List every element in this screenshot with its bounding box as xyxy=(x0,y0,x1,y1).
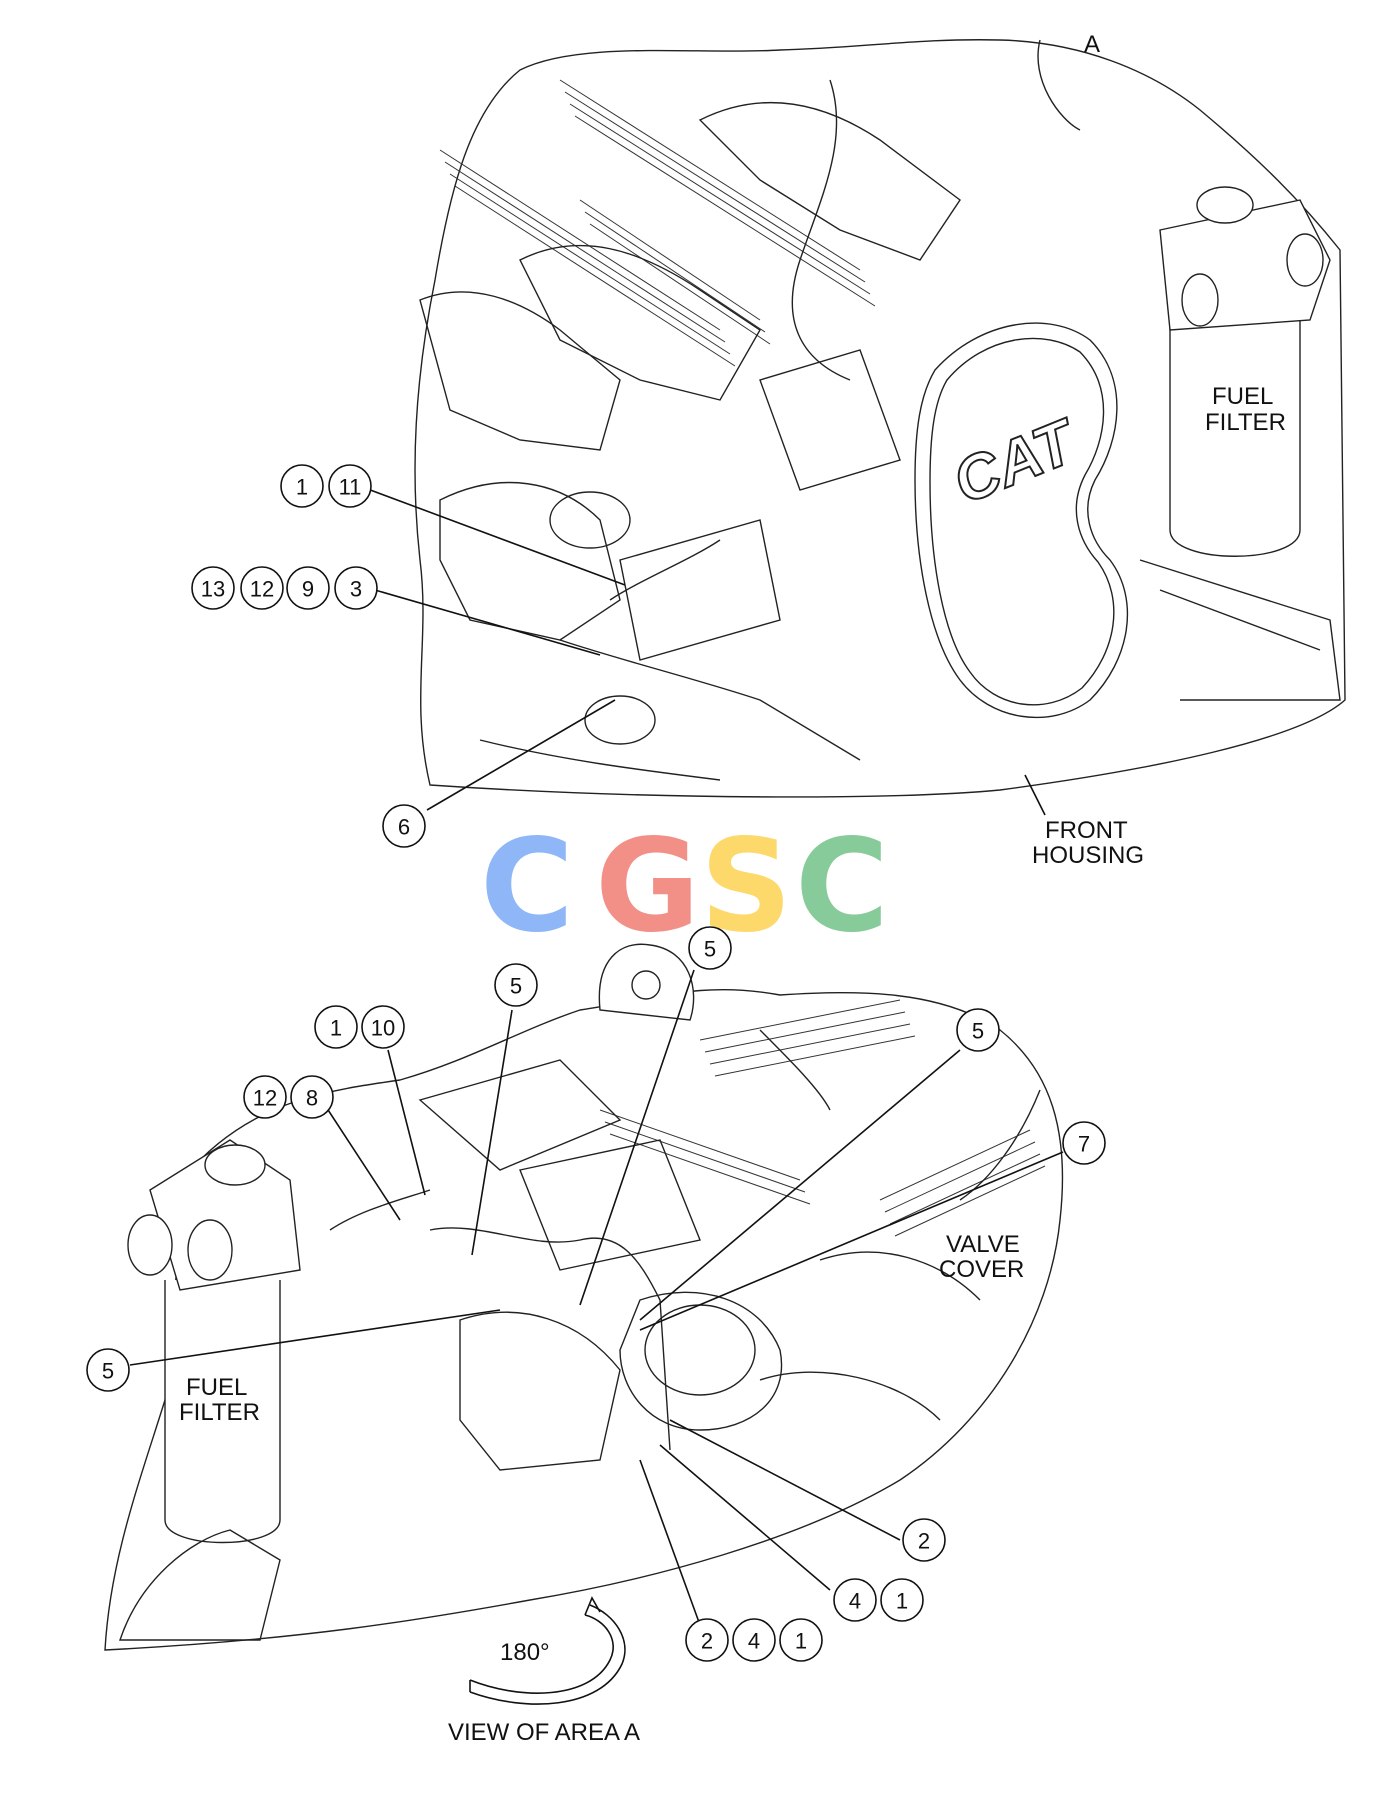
callout-1: 1 xyxy=(296,475,308,500)
callout-1-c: 1 xyxy=(896,1589,908,1614)
front-housing-cover xyxy=(914,322,1129,719)
leader-6 xyxy=(426,699,616,811)
leader-7 xyxy=(639,1151,1064,1331)
callout-2-b: 2 xyxy=(701,1629,713,1654)
leader-2-4-1 xyxy=(639,1459,701,1626)
callout-5-b: 5 xyxy=(704,937,716,962)
callout-1-b: 1 xyxy=(330,1016,342,1041)
callout-group-5-b: 5 xyxy=(688,926,732,970)
valve-cover-line1: VALVE xyxy=(946,1231,1020,1258)
callout-group-12-8: 12 8 xyxy=(243,1075,334,1119)
callout-4-a: 4 xyxy=(849,1589,861,1614)
callout-11: 11 xyxy=(339,475,362,500)
fuel-filter-top-line1: FUEL xyxy=(1212,383,1273,410)
leader-1-10 xyxy=(387,1049,426,1196)
callout-12: 12 xyxy=(250,577,274,602)
fuel-filter-bottom: FUEL FILTER xyxy=(127,1139,301,1544)
bottom-valve-cover-ribs xyxy=(599,999,1046,1237)
fuel-filter-top-line2: FILTER xyxy=(1205,409,1286,436)
top-engine-view: CAT FUEL FILTER A FRONT HOUSING 1 11 xyxy=(191,31,1346,869)
callout-7: 7 xyxy=(1078,1132,1090,1157)
leader-3-9-12-13 xyxy=(374,589,601,656)
fuel-filter-bottom-line1: FUEL xyxy=(186,1374,247,1401)
callout-10: 10 xyxy=(371,1016,395,1041)
leader-4-1 xyxy=(659,1444,831,1591)
callout-5-d: 5 xyxy=(102,1359,114,1384)
valve-cover-line2: COVER xyxy=(939,1256,1024,1283)
leader-5-c xyxy=(639,1049,961,1321)
area-marker-a: A xyxy=(1084,31,1100,58)
callout-5-a: 5 xyxy=(510,974,522,999)
leader-1-11 xyxy=(364,487,626,586)
watermark-letter-1: C xyxy=(480,812,574,961)
callout-group-6: 6 xyxy=(382,804,426,848)
callout-5-c: 5 xyxy=(972,1019,984,1044)
leader-2 xyxy=(669,1419,901,1541)
cgsc-watermark: C G S C xyxy=(480,812,889,961)
lifting-eye xyxy=(598,943,695,1021)
callout-2-a: 2 xyxy=(918,1529,930,1554)
callout-4-b: 4 xyxy=(748,1629,760,1654)
callout-group-4-1: 4 1 xyxy=(833,1578,924,1622)
callout-group-5-d: 5 xyxy=(86,1348,130,1392)
callout-6: 6 xyxy=(398,815,410,840)
top-valve-cover-ribs xyxy=(439,79,876,367)
watermark-letter-4: C xyxy=(795,812,889,961)
leader-12-8 xyxy=(314,1089,401,1221)
callout-group-2: 2 xyxy=(902,1518,946,1562)
callout-1-d: 1 xyxy=(795,1629,807,1654)
callout-group-5-c: 5 xyxy=(956,1008,1000,1052)
front-housing-leader xyxy=(1024,774,1046,816)
fuel-filter-bottom-line2: FILTER xyxy=(179,1399,260,1426)
leader-5-d xyxy=(129,1309,501,1366)
leader-5-b xyxy=(579,969,695,1306)
callout-3: 3 xyxy=(350,577,362,602)
callout-group-7: 7 xyxy=(1062,1121,1106,1165)
front-housing-line2: HOUSING xyxy=(1032,842,1144,869)
callout-9: 9 xyxy=(302,577,314,602)
fuel-filter-top: FUEL FILTER xyxy=(1159,186,1331,557)
view-caption: VIEW OF AREA A xyxy=(448,1719,640,1746)
callout-group-2-4-1: 2 4 1 xyxy=(685,1618,823,1662)
callout-group-13-12-9-3: 13 12 9 3 xyxy=(191,566,378,610)
callout-group-1-10: 1 10 xyxy=(314,1005,405,1049)
leader-5-a xyxy=(471,1009,513,1256)
callout-group-1-11: 1 11 xyxy=(280,464,372,508)
rotation-arrow-icon xyxy=(469,1596,626,1705)
callout-12-b: 12 xyxy=(253,1086,277,1111)
rotation-label: 180° xyxy=(500,1639,550,1666)
front-housing-line1: FRONT xyxy=(1045,817,1128,844)
callout-group-5-a: 5 xyxy=(494,963,538,1007)
callout-13: 13 xyxy=(201,577,225,602)
watermark-letter-2: G xyxy=(595,812,700,961)
bottom-engine-view: FUEL FILTER VALVE COVER 5 5 5 xyxy=(86,926,1106,1746)
callout-8: 8 xyxy=(306,1086,318,1111)
